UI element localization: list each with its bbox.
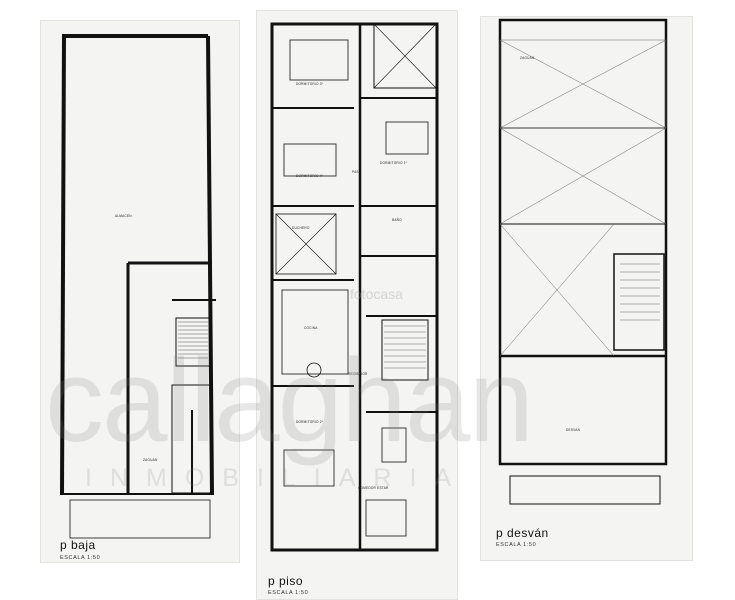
- plan-scale: ESCALA 1:50: [268, 590, 309, 596]
- plan-scale: ESCALA 1:50: [60, 555, 101, 561]
- plan-title: p piso: [268, 574, 304, 588]
- sheet-planta-desvan: ZAGUAN DESVAN p desván ESCALA 1:50: [480, 16, 693, 561]
- room-label-recibidor: RECIBIDOR: [348, 372, 368, 376]
- room-label-comedor-estar: COMEDOR ESTAR: [358, 486, 389, 490]
- room-label-zaguan: ZAGUAN: [520, 56, 535, 60]
- room-label-zaguan: ZAGUAN: [143, 458, 158, 462]
- room-label-almacen: ALMACEN: [115, 214, 132, 218]
- plan-title: p desván: [496, 526, 549, 540]
- sheet-planta-baja: ALMACEN ZAGUAN p baja ESCALA 1:50: [40, 20, 240, 563]
- room-label-dormitorio-4: DORMITORIO 4º: [296, 174, 324, 178]
- room-label-dormitorio-1: DORMITORIO 1º: [380, 161, 408, 165]
- room-label-cocina: COCINA: [304, 326, 318, 330]
- room-label-duchero: DUCHERO: [292, 226, 310, 230]
- room-label-bano: BAÑO: [392, 218, 402, 222]
- plan-scale: ESCALA 1:50: [496, 542, 537, 548]
- floorplan-desvan: [498, 18, 668, 505]
- floorplan-piso: [270, 22, 439, 552]
- sheet-planta-piso: DORMITORIO 3º DORMITORIO 4º DORMITORIO 1…: [256, 10, 458, 600]
- room-label-pas: PAS: [352, 170, 359, 174]
- floorplan-baja: [60, 33, 216, 539]
- room-label-dormitorio-3: DORMITORIO 3º: [296, 82, 324, 86]
- room-label-desvan: DESVAN: [566, 428, 581, 432]
- plan-title: p baja: [60, 538, 96, 552]
- room-label-dormitorio-2: DORMITORIO 2º: [296, 420, 324, 424]
